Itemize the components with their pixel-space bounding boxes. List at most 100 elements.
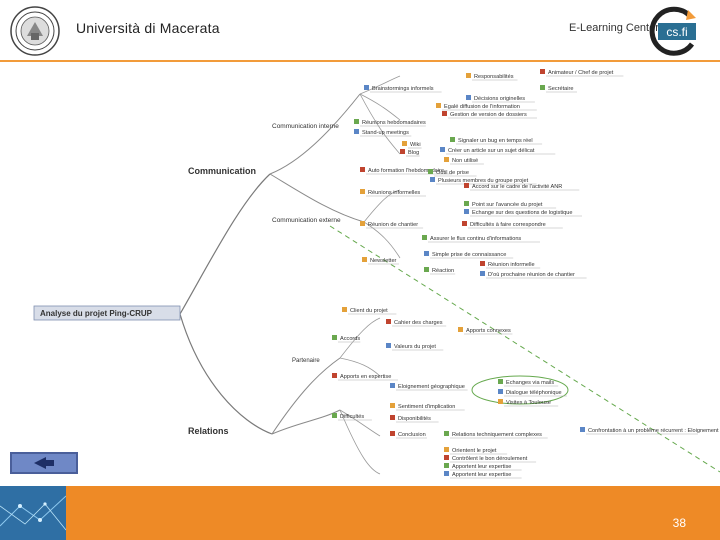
logo-text: cs.fi: [666, 25, 687, 39]
node-label: Cahier des charges: [394, 320, 443, 326]
slide-header: Università di Macerata E-Learning Center…: [0, 0, 720, 60]
mindmap-node: D'où prochaine réunion de chantier: [480, 271, 587, 279]
node-label: Wiki: [410, 142, 421, 148]
mindmap-node: Sentiment d'implication: [390, 403, 465, 411]
mindmap-node: Disponibilités: [390, 415, 439, 423]
node-icon: [386, 319, 391, 324]
mindmap-node: Plusieurs membres du groupe projet: [430, 177, 537, 185]
mindmap-node: Orientent le projet: [444, 447, 508, 455]
node-icon: [498, 379, 503, 384]
node-icon: [464, 183, 469, 188]
node-label: Point sur l'avancée du projet: [472, 202, 543, 208]
node-label: Gestion de version de dossiers: [450, 112, 527, 118]
mindmap-node: Secrétaire: [540, 85, 577, 93]
mindmap-node: Valeurs du projet: [386, 343, 444, 351]
mindmap-node: Point sur l'avancée du projet: [464, 201, 557, 209]
back-button[interactable]: [10, 452, 78, 474]
node-label: Réunions informelles: [368, 190, 420, 196]
back-arrow-icon: [34, 457, 54, 469]
node-icon: [480, 271, 485, 276]
node-icon: [466, 95, 471, 100]
mindmap-node: Apports en expertise: [332, 373, 398, 381]
node-label: Difficultés: [340, 414, 364, 420]
mindmap-node: Réunion de chantier: [360, 221, 424, 229]
node-icon: [400, 149, 405, 154]
node-icon: [480, 261, 485, 266]
node-label: Réunions hebdomadaires: [362, 120, 426, 126]
node-icon: [444, 463, 449, 468]
node-label: Non utilisé: [452, 158, 478, 164]
mindmap-node: Réunion informelle: [480, 261, 541, 269]
node-label: Visites à Toulouse: [506, 400, 551, 406]
node-label: Réunion informelle: [488, 262, 535, 268]
node-label: Valeurs du projet: [394, 344, 436, 350]
node-icon: [440, 147, 445, 152]
node-label: Orientent le projet: [452, 448, 497, 454]
mindmap-node: Client du projet: [342, 307, 397, 315]
node-icon: [362, 257, 367, 262]
node-icon: [540, 69, 545, 74]
slide-footer: 38: [0, 486, 720, 540]
mindmap-node: Stand-up meetings: [354, 129, 412, 137]
mindmap-node: Confrontation à un problème récurrent : …: [580, 427, 720, 435]
mindmap-node: Décisions originelles: [466, 95, 535, 103]
node-label: Stand-up meetings: [362, 130, 409, 136]
node-label: Créer un article sur un sujet délicat: [448, 148, 535, 154]
node-icon: [360, 189, 365, 194]
node-icon: [464, 201, 469, 206]
node-label: Client du projet: [350, 308, 388, 314]
mindmap-node: Conclusion: [390, 431, 427, 439]
node-icon: [386, 343, 391, 348]
mindmap-node: Wiki: [402, 141, 422, 149]
mindmap-node: Apportent leur expertise: [444, 463, 522, 471]
elearning-center-name: E-Learning Center: [569, 22, 659, 34]
node-icon: [332, 335, 337, 340]
mindmap-node: Blog: [400, 149, 420, 157]
mindmap-node: Visites à Toulouse: [498, 399, 559, 407]
node-label: D'où prochaine réunion de chantier: [488, 272, 575, 278]
node-label: Décisions originelles: [474, 96, 525, 102]
node-icon: [462, 221, 467, 226]
node-icon: [390, 383, 395, 388]
mindmap-node: Dialogue téléphonique: [498, 389, 567, 397]
node-label: Conclusion: [398, 432, 426, 438]
mindmap-node: Contrôlent le bon déroulement: [444, 455, 537, 463]
root-node: Analyse du projet Ping-CRUP: [40, 309, 153, 318]
mindmap-node: Réunions informelles: [360, 189, 426, 197]
node-icon: [444, 471, 449, 476]
node-icon: [436, 103, 441, 108]
mindmap-node: Echange sur des questions de logistique: [464, 209, 582, 217]
mindmap-node: Signaler un bug en temps réel: [450, 137, 543, 145]
mindmap-node: Difficultés à faire correspondre: [462, 221, 563, 229]
node-label: Assurer le flux continu d'informations: [430, 236, 521, 242]
node-icon: [444, 431, 449, 436]
mindmap-node: Accord sur le cadre de l'activité ANR: [464, 183, 580, 191]
mindmap-node: Réunions hebdomadaires: [354, 119, 426, 127]
node-icon: [354, 119, 359, 124]
node-label: Accords: [340, 336, 360, 342]
node-label: Accord sur le cadre de l'activité ANR: [472, 184, 562, 190]
node-icon: [402, 141, 407, 146]
node-icon: [342, 307, 347, 312]
node-label: Echanges via mails: [506, 380, 554, 386]
footer-network-graphic-icon: [0, 486, 66, 540]
node-icon: [442, 111, 447, 116]
node-icon: [444, 157, 449, 162]
node-label: Signaler un bug en temps réel: [458, 138, 533, 144]
mindmap-diagram: Analyse du projet Ping-CRUP Communicatio…: [33, 69, 720, 479]
node-label: Blog: [408, 150, 419, 156]
node-label: Plusieurs membres du groupe projet: [438, 178, 529, 184]
node-icon: [332, 373, 337, 378]
mindmap-node: Cahier des charges: [386, 319, 447, 327]
mindmap-node: Difficultés: [332, 413, 372, 421]
node-label: Auto formation l'hebdomadaire: [368, 168, 444, 174]
node-label: Newsletter: [370, 258, 397, 264]
node-icon: [444, 455, 449, 460]
node-label: Apports en expertise: [340, 374, 391, 380]
node-label: Difficultés à faire correspondre: [470, 222, 546, 228]
mindmap-node: Gestion de version de dossiers: [442, 111, 537, 119]
mindmap-node: Non utilisé: [444, 157, 484, 165]
node-label: Contrôlent le bon déroulement: [452, 456, 528, 462]
node-label: Relations techniquement complexes: [452, 432, 542, 438]
node-label: Apports connexes: [466, 328, 511, 334]
